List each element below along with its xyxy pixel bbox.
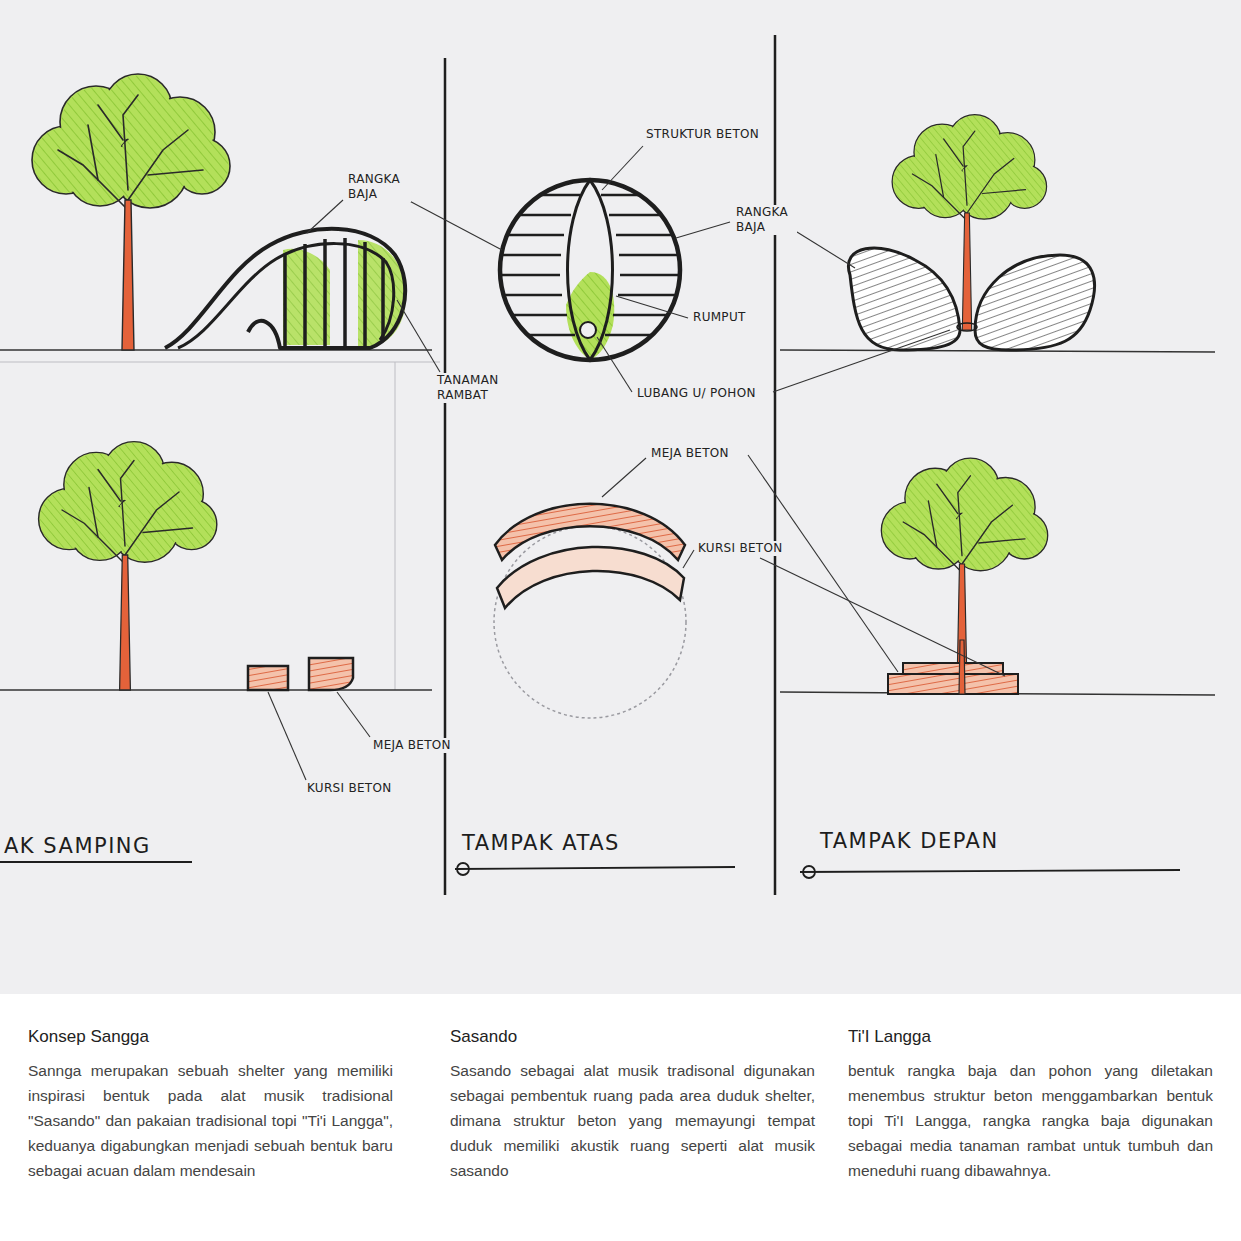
leader-line [268,146,1005,780]
shelter-top-view [500,195,680,335]
annotation-label: MEJA BETON [372,738,452,753]
shelter-side-view [285,238,383,348]
shelter-top-view [503,294,562,297]
leader-line [400,196,502,250]
shelter-top-view [601,194,640,197]
shelter-side-view [165,229,405,348]
shelter-top-view [500,180,680,360]
leader-line [602,458,646,497]
title-underline [0,861,192,863]
tree-sketch [32,74,1048,690]
annotation-label: LUBANG U/ POHON [636,386,757,401]
annotation-label: RANGKA BAJA [735,205,797,235]
annotation-label: KURSI BETON [697,541,784,556]
annotation-label: MEJA BETON [650,446,730,461]
leader-line [616,296,688,318]
seating-top-view [494,526,686,718]
shelter-top-view [605,334,652,337]
section-heading: Konsep Sangga [28,1026,149,1048]
frame-line [0,362,440,363]
shelter-top-view [528,334,575,337]
shelter-top-view [519,214,571,217]
view-title: AK SAMPING [4,833,151,859]
annotation-label: KURSI BETON [306,781,393,796]
column-divider [444,58,447,895]
title-underline [0,862,1180,878]
shelter-front-view [848,248,1094,350]
leader-line [676,222,730,238]
section-body: bentuk rangka baja dan pohon yang dileta… [848,1058,1213,1183]
ground-line [0,689,432,691]
view-title: TAMPAK ATAS [462,830,620,856]
shelter-top-view [618,294,676,297]
tree-sketch [39,442,217,690]
shelter-side-view [323,239,327,348]
section-body: Sannga merupakan sebuah shelter yang mem… [28,1058,393,1183]
shelter-side-view [178,244,394,348]
leader-line [337,692,370,737]
concrete-furniture [248,640,1018,694]
tree-sketch [32,74,230,350]
shelter-front-view [848,248,960,350]
frame-line [0,362,440,690]
shelter-top-view [616,234,673,237]
shelter-side-view [165,229,406,348]
leader-line [597,337,632,392]
column-divider [445,35,775,895]
column-divider [774,35,777,895]
seating-top-view [497,547,684,608]
shelter-side-view [283,254,287,348]
view-title: TAMPAK DEPAN [820,828,999,854]
concrete-furniture [888,674,1018,694]
concrete-furniture [903,663,1003,674]
leader-line [797,232,855,268]
shelter-side-view [343,238,347,348]
annotation-label: RUMPUT [692,310,747,325]
shelter-top-view [619,254,679,257]
annotation-label: STRUKTUR BETON [645,127,760,142]
section-heading: Sasando [450,1026,517,1048]
shelter-top-view [500,180,680,360]
frame-line [395,362,396,690]
leader-line [683,550,694,568]
concrete-furniture [248,666,288,690]
title-underline [457,863,469,875]
section-heading: Ti'I Langga [848,1026,931,1048]
shelter-side-view [358,240,406,346]
concrete-furniture [309,658,353,690]
leader-line [268,692,306,780]
shelter-top-view [609,214,661,217]
section-body: Sasando sebagai alat musik tradisonal di… [450,1058,815,1183]
shelter-side-view [303,244,307,348]
annotation-label: RANGKA BAJA [347,172,411,202]
leader-line [602,146,643,190]
shelter-side-view [363,242,367,346]
shelter-top-view [613,314,668,317]
shelter-side-view [381,258,385,340]
shelter-front-view [957,323,977,331]
sketch-illustration [0,0,1241,994]
shelter-top-view [568,180,613,360]
shelter-top-view [500,274,560,277]
title-underline [800,870,1180,872]
shelter-top-view [501,254,561,257]
shelter-top-view [620,274,680,277]
shelter-top-view [540,194,580,197]
leader-line [397,300,440,372]
ground-line [0,350,1215,695]
shelter-top-view [507,234,564,237]
leader-line [760,558,1005,676]
annotation-label: TANAMAN RAMBAT [436,373,518,403]
shelter-top-view [580,322,596,338]
shelter-top-view [512,314,567,317]
leader-line [773,330,950,392]
leader-line [307,200,343,233]
seating-top-view [494,504,686,718]
shelter-front-view [975,255,1095,350]
concrete-furniture [959,640,965,694]
title-underline [455,867,735,869]
title-underline [803,866,815,878]
